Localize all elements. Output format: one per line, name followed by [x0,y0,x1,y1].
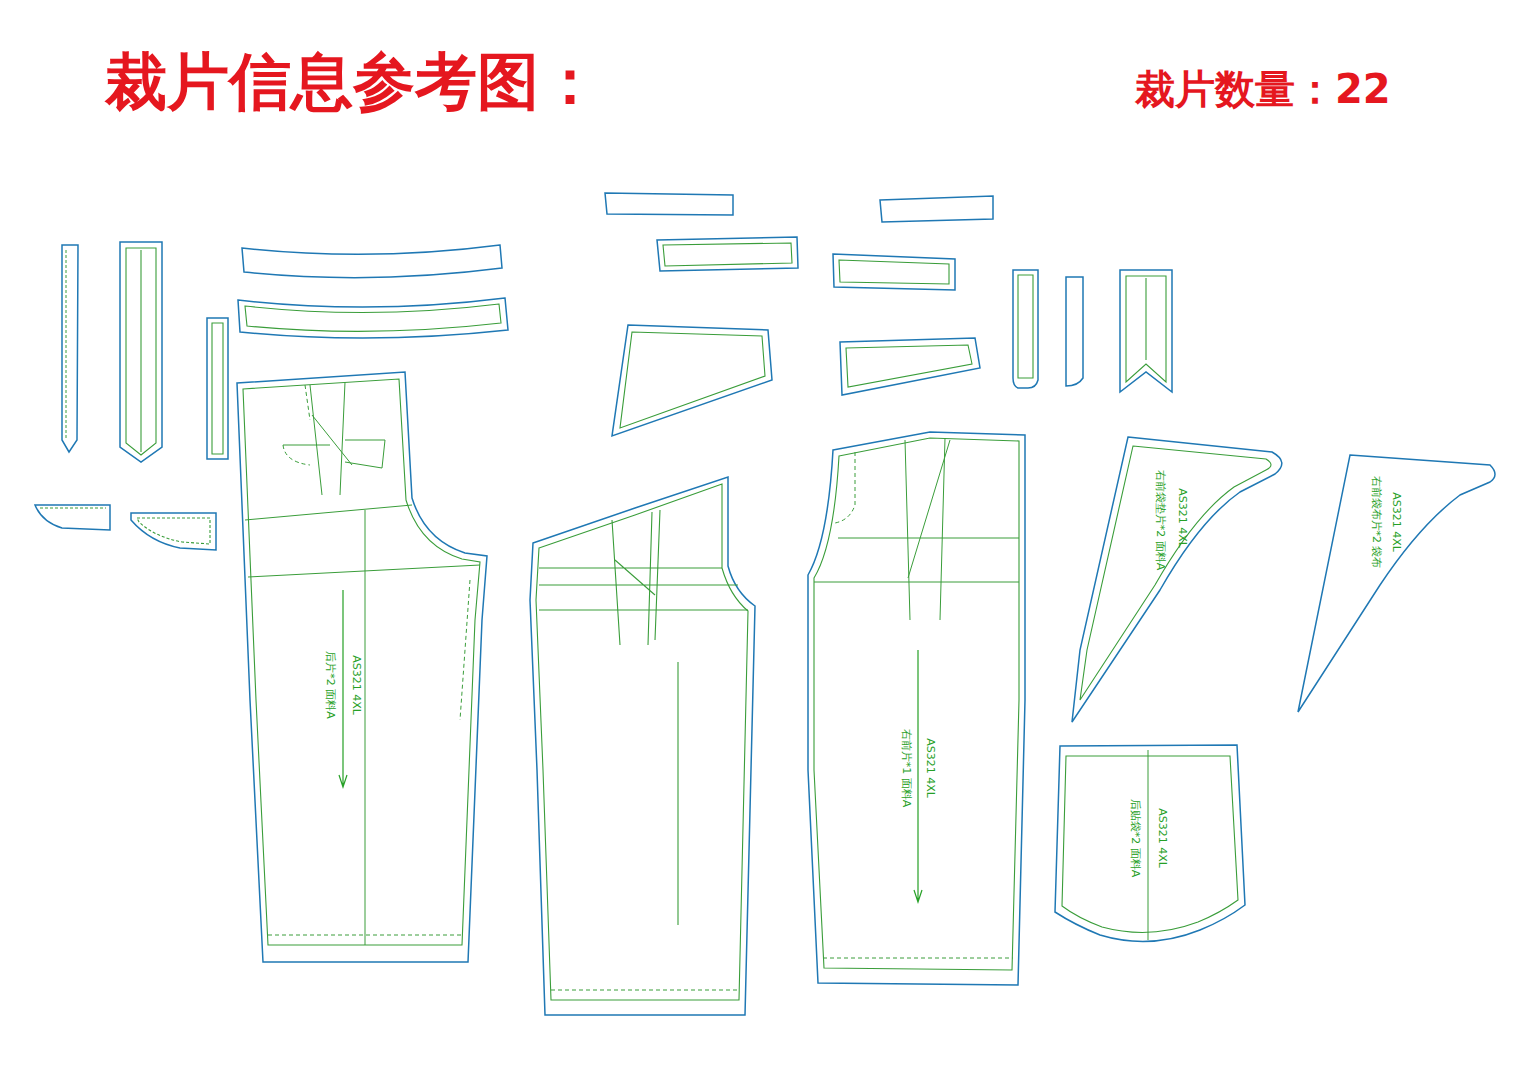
piece-label: AS321 4XL [1176,488,1188,548]
cut-line [1298,455,1495,712]
stitch-line [268,385,470,935]
piece-label: AS321 4XL [924,738,936,798]
strip-piece [207,318,228,459]
piece-label: 右前袋布片*2 袋布 [1370,476,1382,569]
pattern-piece: 右前片*1 面料A AS321 4XL [802,426,1032,991]
pattern-piece: 后贴袋*2 面料A AS321 4XL [1050,740,1250,950]
piece-outline [230,365,495,970]
front-left-piece [530,477,755,1015]
fly-piece [1013,270,1038,388]
pattern-piece: 后片*2 面料A AS321 4XL [230,365,495,970]
small-piece [131,513,216,550]
band-piece [833,254,955,290]
grain-arrow [914,650,922,902]
piece-label: 右前片*1 面料A [900,729,912,808]
cut-line [1055,745,1245,941]
facing-piece [840,338,980,395]
piece-outline [802,426,1032,991]
fly-piece [1066,277,1083,386]
piece-count: 裁片数量：22 [1135,62,1391,117]
piece-outline [1292,450,1502,718]
piece-label: AS321 4XL [350,655,362,715]
waistband-piece [238,298,508,338]
band-piece [657,237,798,271]
piece-label: AS321 4XL [1390,492,1402,552]
pattern-piece: 右前袋垫片*2 面料A AS321 4XL [1065,430,1290,728]
piece-outline [1050,740,1250,950]
cut-line [1072,437,1282,722]
seam-line [243,379,480,945]
piece-label: AS321 4XL [1156,808,1168,868]
stitch-line [823,452,1013,958]
seam-line [1080,446,1271,700]
construction-line [1148,750,1149,940]
piece-label: 后片*2 面料A [324,651,336,719]
small-piece [35,505,110,530]
loop-piece [1120,270,1172,392]
pattern-piece: 右前袋布片*2 袋布 AS321 4XL [1292,450,1502,718]
construction-line [814,438,1019,620]
piece-label: 右前袋垫片*2 面料A [1154,470,1166,571]
facing-piece [612,325,772,436]
construction-line [245,382,480,945]
piece-label: 后贴袋*2 面料A [1129,799,1141,878]
strip-piece [62,245,78,452]
cut-line [237,372,487,962]
piece-outline [1065,430,1290,728]
cut-line [808,432,1025,985]
seam-line [1062,756,1238,932]
seam-line [814,438,1019,970]
strip-piece [120,242,162,462]
band-piece [605,193,733,215]
page-title: 裁片信息参考图： [105,40,601,124]
band-piece [880,196,993,222]
grain-arrow [339,590,347,787]
waistband-piece [242,245,502,278]
